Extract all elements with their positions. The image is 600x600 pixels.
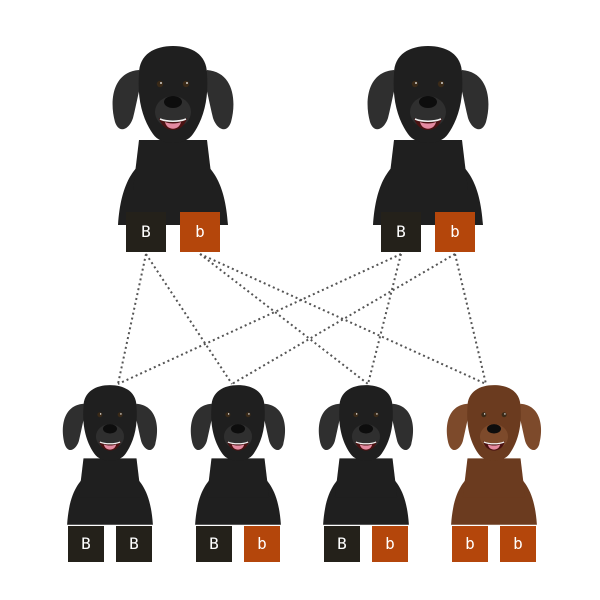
inheritance-line xyxy=(145,253,233,385)
offspring-allele: b xyxy=(500,526,536,562)
parent-allele: B xyxy=(126,212,166,252)
allele-label: b xyxy=(513,534,523,553)
allele-box xyxy=(116,526,152,562)
offspring-allele: b xyxy=(244,526,280,562)
allele-label: B xyxy=(337,534,347,553)
parent-dog-1 xyxy=(112,46,234,225)
inheritance-line xyxy=(117,253,402,385)
inheritance-line xyxy=(199,253,369,385)
parent-allele: b xyxy=(435,212,475,252)
offspring-allele: B xyxy=(116,526,152,562)
allele-label: b xyxy=(257,534,267,553)
allele-box xyxy=(381,212,421,252)
inheritance-line xyxy=(199,253,487,385)
offspring-allele: B xyxy=(68,526,104,562)
allele-box xyxy=(68,526,104,562)
offspring-allele: b xyxy=(372,526,408,562)
parent-allele: b xyxy=(180,212,220,252)
allele-label: B xyxy=(81,534,91,553)
allele-label: B xyxy=(396,222,406,241)
connection-lines xyxy=(117,253,487,385)
parent-allele: B xyxy=(381,212,421,252)
offspring-dog-3 xyxy=(318,385,414,525)
allele-box xyxy=(180,212,220,252)
inheritance-line xyxy=(367,253,402,385)
allele-label: B xyxy=(209,534,219,553)
allele-label: b xyxy=(450,222,460,241)
offspring-dog-2 xyxy=(190,385,286,525)
offspring-allele: B xyxy=(324,526,360,562)
allele-label: B xyxy=(141,222,151,241)
inheritance-line xyxy=(231,253,456,385)
allele-box xyxy=(126,212,166,252)
parent-dog-2 xyxy=(367,46,489,225)
allele-box xyxy=(500,526,536,562)
inheritance-line xyxy=(117,253,147,385)
allele-label: b xyxy=(385,534,395,553)
allele-box xyxy=(196,526,232,562)
allele-label: b xyxy=(195,222,205,241)
offspring-allele: B xyxy=(196,526,232,562)
allele-box xyxy=(435,212,475,252)
allele-box xyxy=(244,526,280,562)
offspring-dog-1 xyxy=(62,385,158,525)
allele-box xyxy=(372,526,408,562)
allele-label: b xyxy=(465,534,475,553)
offspring-dog-4 xyxy=(446,385,542,525)
allele-box xyxy=(324,526,360,562)
allele-box xyxy=(452,526,488,562)
offspring-allele: b xyxy=(452,526,488,562)
inheritance-line xyxy=(454,253,487,385)
allele-label: B xyxy=(129,534,139,553)
